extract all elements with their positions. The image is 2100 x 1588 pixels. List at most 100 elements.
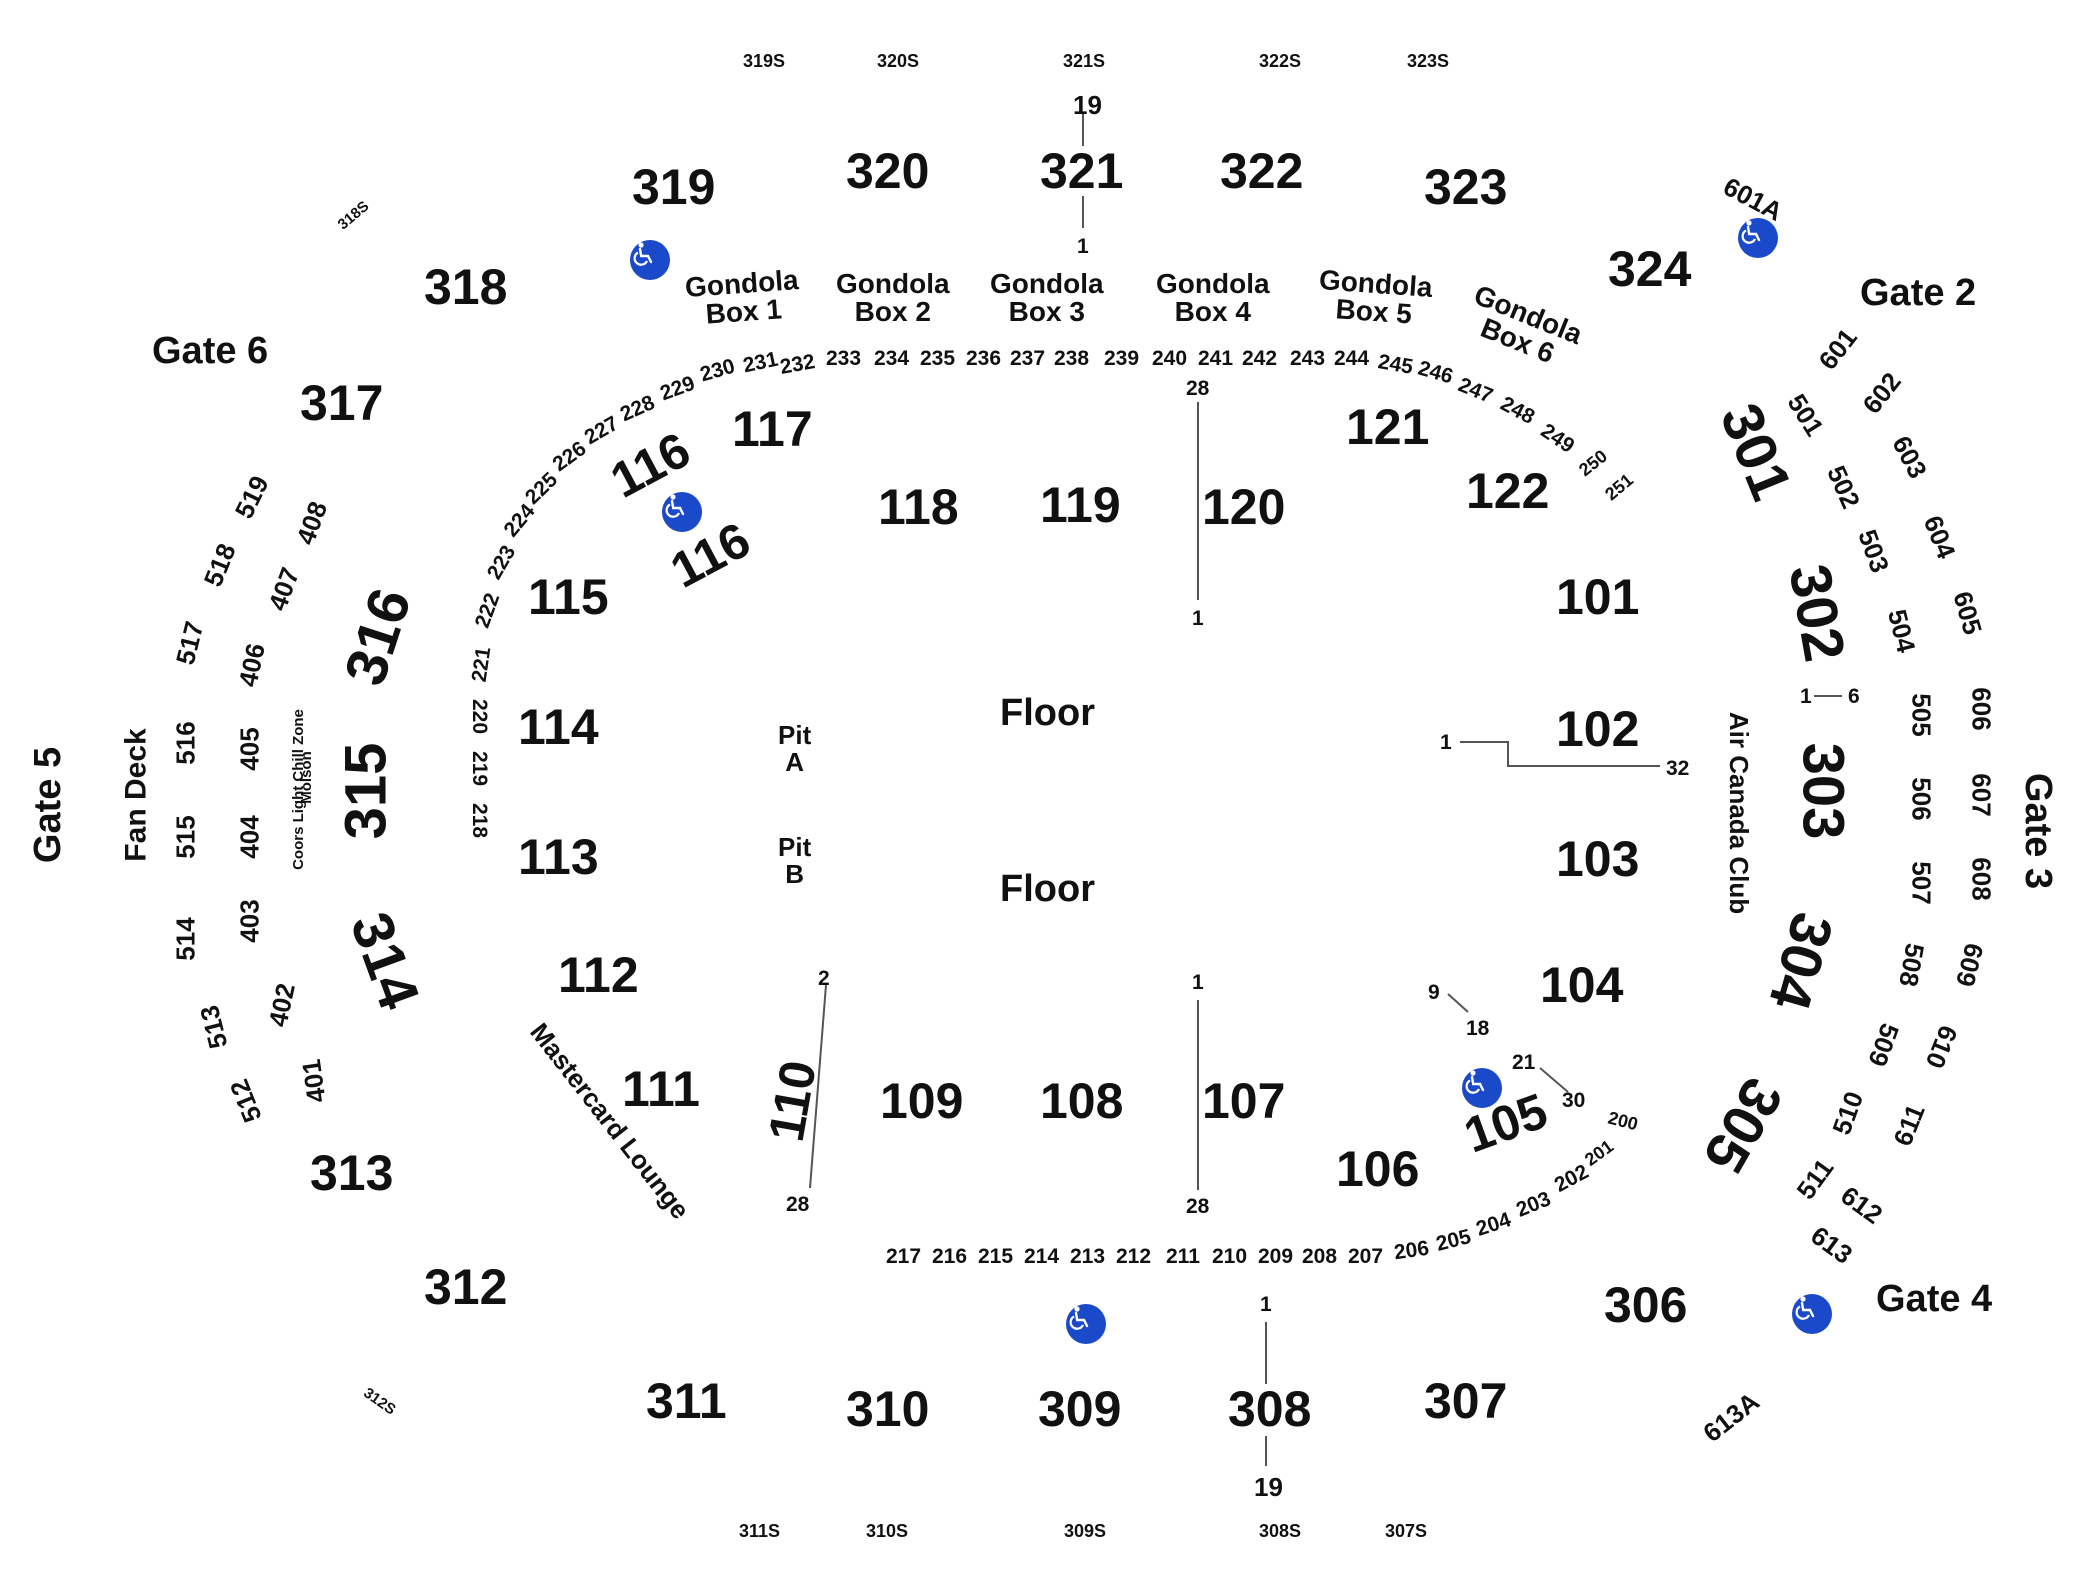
- section-311s[interactable]: 311S: [739, 1521, 781, 1541]
- section-505[interactable]: 505: [1906, 693, 1937, 737]
- section-238[interactable]: 238: [1054, 347, 1090, 370]
- section-103[interactable]: 103: [1556, 831, 1640, 887]
- section-109[interactable]: 109: [880, 1073, 964, 1129]
- section-121[interactable]: 121: [1346, 399, 1430, 455]
- section-322s[interactable]: 322S: [1259, 51, 1302, 71]
- section-401[interactable]: 401: [295, 1057, 332, 1105]
- section-111[interactable]: 111: [622, 1061, 700, 1117]
- section-321[interactable]: 321: [1040, 143, 1124, 199]
- section-506[interactable]: 506: [1906, 777, 1937, 821]
- section-323s[interactable]: 323S: [1407, 51, 1450, 71]
- gondola-box-2[interactable]: Gondola Box 2: [836, 268, 950, 327]
- section-220[interactable]: 220: [468, 698, 492, 735]
- section-320s[interactable]: 320S: [877, 51, 920, 71]
- section-236[interactable]: 236: [966, 347, 1002, 370]
- section-307s[interactable]: 307S: [1385, 1521, 1428, 1541]
- section-308s[interactable]: 308S: [1259, 1521, 1302, 1541]
- section-240[interactable]: 240: [1152, 347, 1188, 370]
- section-114[interactable]: 114: [518, 699, 599, 755]
- section-310s[interactable]: 310S: [866, 1521, 909, 1541]
- section-319s[interactable]: 319S: [743, 51, 786, 71]
- section-117[interactable]: 117: [732, 401, 813, 457]
- section-310[interactable]: 310: [846, 1381, 930, 1437]
- section-101[interactable]: 101: [1556, 569, 1640, 625]
- section-119[interactable]: 119: [1040, 477, 1121, 533]
- gondola-box-3[interactable]: Gondola Box 3: [990, 268, 1104, 327]
- section-244[interactable]: 244: [1334, 347, 1370, 370]
- pit-a[interactable]: Pit A: [778, 720, 812, 778]
- section-122[interactable]: 122: [1466, 463, 1550, 519]
- floor-upper[interactable]: Floor: [1000, 692, 1095, 734]
- section-322[interactable]: 322: [1220, 143, 1304, 199]
- section-221[interactable]: 221: [467, 645, 496, 684]
- section-309[interactable]: 309: [1038, 1381, 1122, 1437]
- section-239[interactable]: 239: [1104, 347, 1140, 370]
- section-313[interactable]: 313: [310, 1145, 394, 1201]
- section-309s[interactable]: 309S: [1064, 1521, 1107, 1541]
- section-317[interactable]: 317: [300, 375, 384, 431]
- section-217[interactable]: 217: [886, 1245, 922, 1268]
- section-118[interactable]: 118: [878, 479, 959, 535]
- section-211[interactable]: 211: [1166, 1245, 1200, 1268]
- section-514[interactable]: 514: [170, 917, 201, 961]
- section-212[interactable]: 212: [1116, 1245, 1152, 1268]
- section-102[interactable]: 102: [1556, 701, 1640, 757]
- section-219[interactable]: 219: [468, 750, 492, 787]
- section-207[interactable]: 207: [1348, 1245, 1384, 1268]
- section-237[interactable]: 237: [1010, 347, 1046, 370]
- section-507[interactable]: 507: [1906, 861, 1937, 905]
- gondola-box-5[interactable]: Gondola Box 5: [1318, 264, 1434, 330]
- gondola-box-4[interactable]: Gondola Box 4: [1156, 268, 1270, 327]
- section-405[interactable]: 405: [234, 727, 265, 771]
- section-108[interactable]: 108: [1040, 1073, 1124, 1129]
- section-113[interactable]: 113: [518, 829, 599, 885]
- section-218[interactable]: 218: [468, 802, 492, 839]
- section-311[interactable]: 311: [646, 1373, 727, 1429]
- section-320[interactable]: 320: [846, 143, 930, 199]
- section-104[interactable]: 104: [1540, 957, 1624, 1013]
- section-606[interactable]: 606: [1966, 687, 1997, 731]
- section-242[interactable]: 242: [1242, 347, 1278, 370]
- section-209[interactable]: 209: [1258, 1245, 1294, 1268]
- section-319[interactable]: 319: [632, 159, 716, 215]
- section-321s[interactable]: 321S: [1063, 51, 1106, 71]
- section-243[interactable]: 243: [1290, 347, 1326, 370]
- section-208[interactable]: 208: [1302, 1245, 1338, 1268]
- section-110[interactable]: 110: [757, 1056, 827, 1146]
- section-308[interactable]: 308: [1228, 1381, 1312, 1437]
- section-234[interactable]: 234: [874, 347, 910, 370]
- section-233[interactable]: 233: [826, 347, 862, 370]
- pit-b[interactable]: Pit B: [778, 832, 812, 890]
- section-323[interactable]: 323: [1424, 159, 1508, 215]
- section-508[interactable]: 508: [1893, 941, 1931, 989]
- section-607[interactable]: 607: [1966, 773, 1997, 817]
- section-216[interactable]: 216: [932, 1245, 968, 1268]
- section-115[interactable]: 115: [528, 569, 609, 625]
- coors-light-chill-zone[interactable]: Coors Light Chill Zone: [289, 709, 307, 870]
- section-324[interactable]: 324: [1608, 241, 1692, 297]
- section-235[interactable]: 235: [920, 347, 956, 370]
- section-403[interactable]: 403: [234, 899, 265, 943]
- section-112[interactable]: 112: [558, 947, 639, 1003]
- section-608[interactable]: 608: [1966, 857, 1997, 901]
- section-206[interactable]: 206: [1392, 1236, 1431, 1265]
- section-213[interactable]: 213: [1070, 1245, 1106, 1268]
- gondola-box-1[interactable]: Gondola Box 1: [684, 264, 800, 330]
- section-245[interactable]: 245: [1376, 350, 1415, 379]
- section-107[interactable]: 107: [1202, 1073, 1286, 1129]
- section-306[interactable]: 306: [1604, 1277, 1688, 1333]
- section-515[interactable]: 515: [170, 815, 201, 859]
- section-106[interactable]: 106: [1336, 1141, 1420, 1197]
- section-120[interactable]: 120: [1202, 479, 1286, 535]
- fan-deck[interactable]: Fan Deck: [119, 728, 153, 862]
- section-303[interactable]: 303: [1790, 742, 1856, 840]
- section-302[interactable]: 302: [1776, 559, 1858, 667]
- section-312[interactable]: 312: [424, 1259, 508, 1315]
- section-210[interactable]: 210: [1212, 1245, 1248, 1268]
- section-318[interactable]: 318: [424, 259, 508, 315]
- section-404[interactable]: 404: [234, 815, 265, 859]
- section-241[interactable]: 241: [1198, 347, 1234, 370]
- section-307[interactable]: 307: [1424, 1373, 1508, 1429]
- floor-lower[interactable]: Floor: [1000, 868, 1095, 910]
- section-315[interactable]: 315: [333, 742, 399, 840]
